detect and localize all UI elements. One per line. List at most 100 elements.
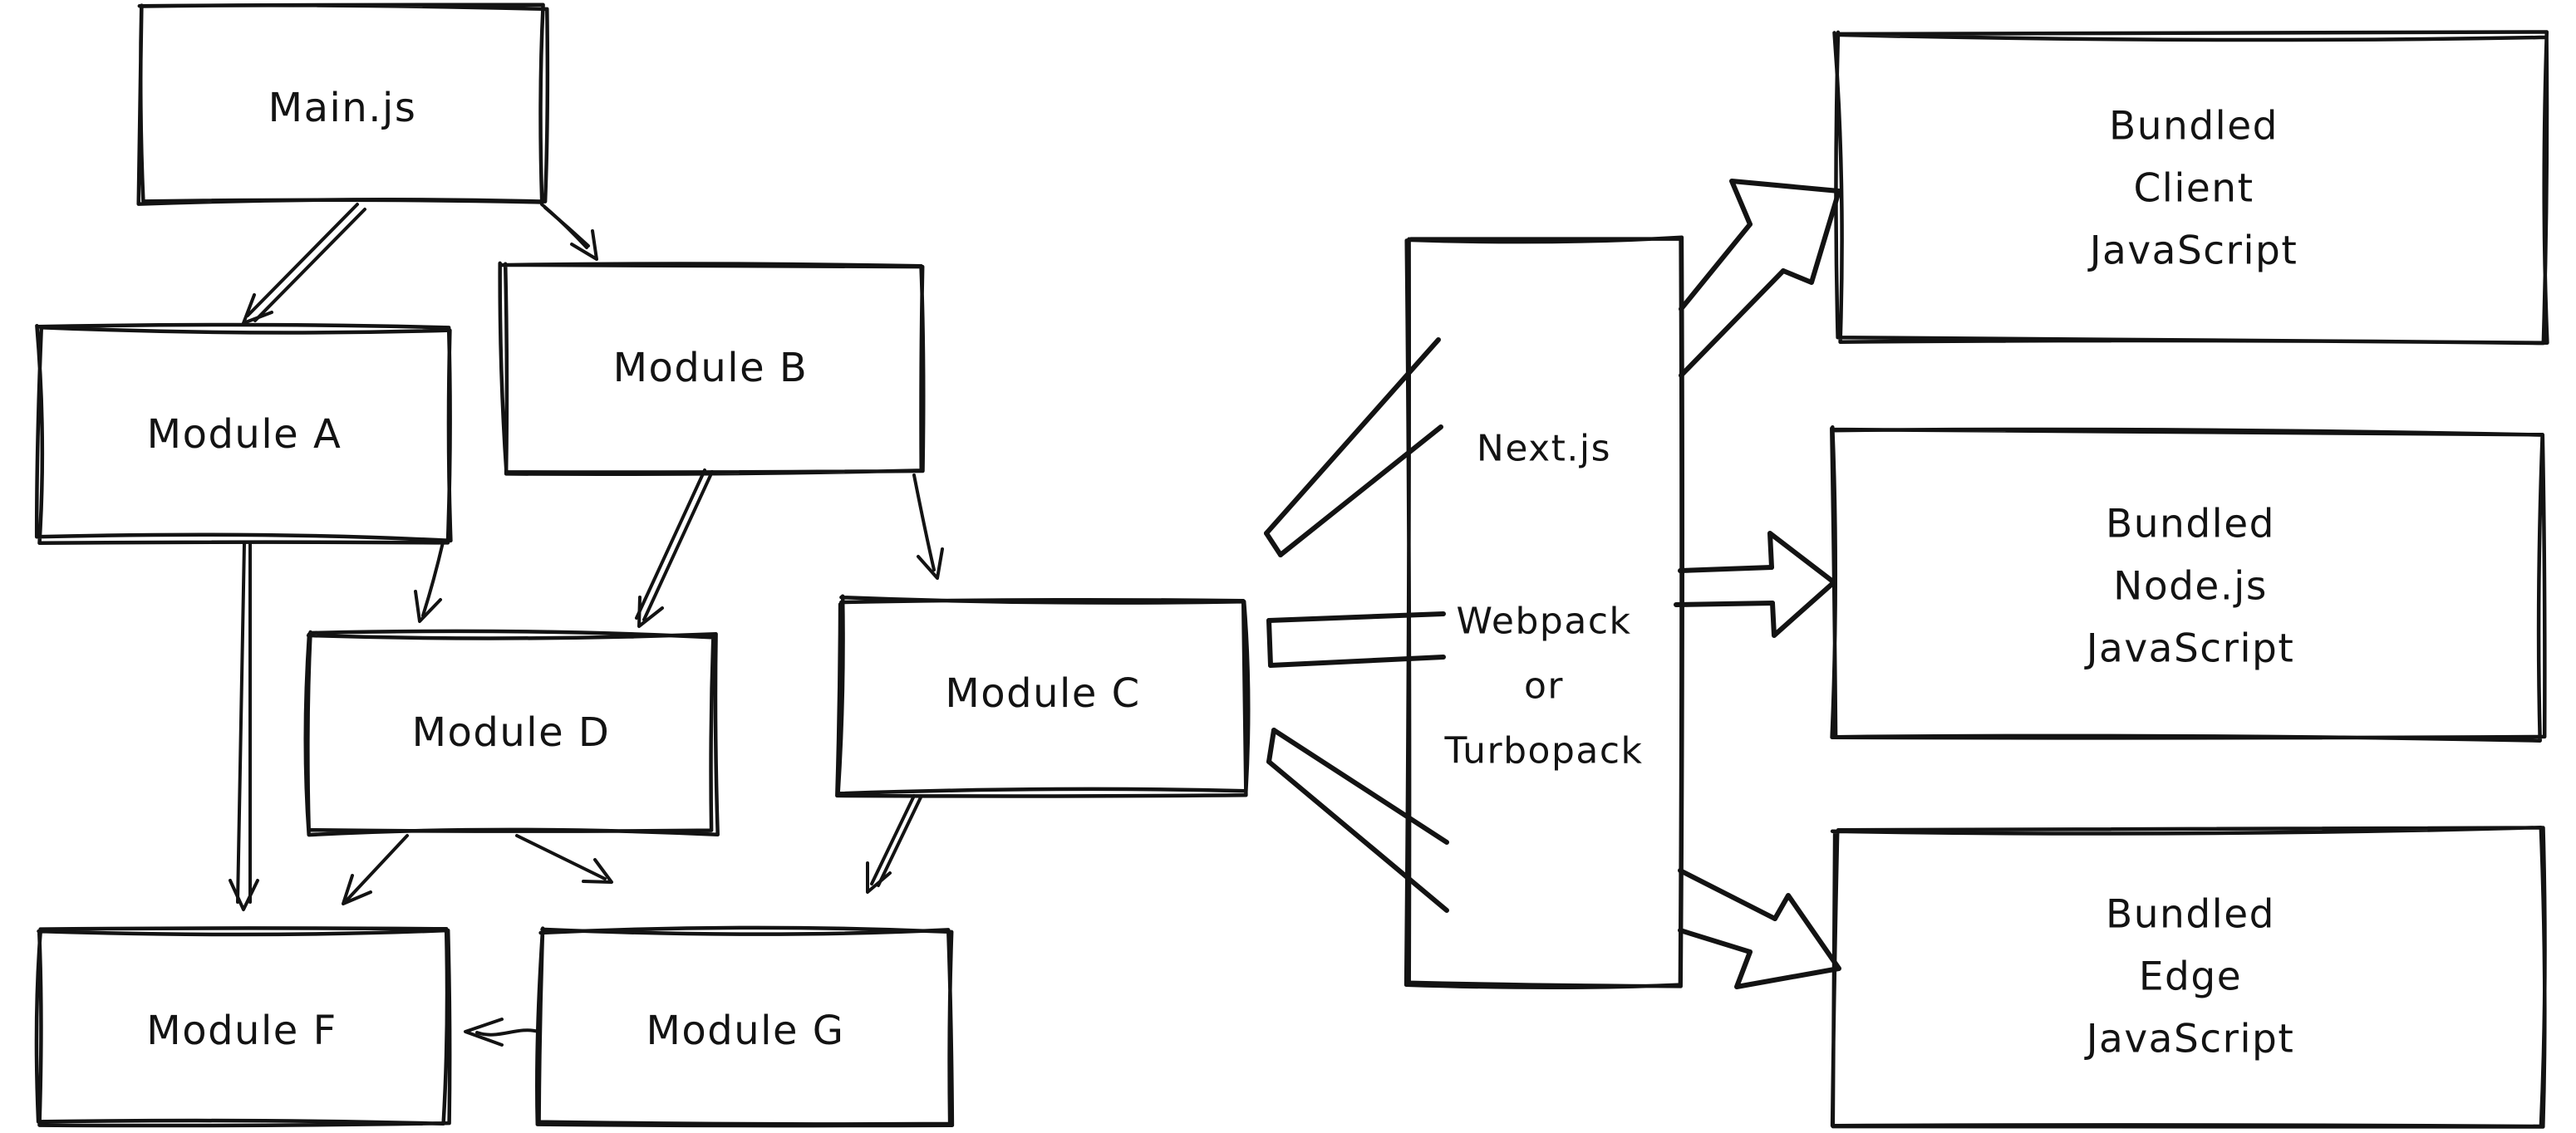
arrow-main-to-module-a [242,203,366,325]
node-bundled-node-js: Bundled Node.js JavaScript [1830,424,2547,743]
arrow-shaft [346,834,409,901]
arrow-module-a-to-module-f [229,542,259,911]
arrow-shaft [877,796,922,887]
bundled-edge-line-3: JavaScript [2084,1017,2295,1062]
arrow-shaft [421,541,445,617]
bundled-edge-line-1: Bundled [2106,892,2275,938]
bundler-line-2: Webpack [1457,601,1632,643]
thick-shaft [1271,728,1449,845]
arrow-head [917,547,944,580]
module-f-box [34,926,452,1128]
node-bundler: Next.js Webpack or Turbopack [1404,235,1685,990]
module-g-box [535,925,955,1128]
arrow-head [866,861,892,894]
arrow-module-a-to-module-d [414,541,445,623]
module-c-label: Module C [945,670,1140,717]
arrow-shaft [642,470,714,621]
module-b-box [498,261,926,477]
thick-shaft [1678,928,1753,954]
thick-cap [1266,728,1276,764]
module-g-label: Module G [646,1008,845,1054]
arrow-head [229,879,259,911]
arrow-shaft [515,834,607,880]
arrow-head [637,596,664,628]
arrow-shaft [236,542,246,904]
thick-shaft [1678,868,1777,921]
node-bundled-client-js: Bundled Client JavaScript [1832,30,2549,346]
module-d-box [303,629,720,837]
node-bundled-edge-js: Bundled Edge JavaScript [1830,825,2547,1129]
thick-shaft [1266,759,1449,913]
bundled-client-line-1: Bundled [2109,104,2279,150]
arrow-head [242,293,273,325]
node-module-b: Module B [498,261,926,477]
arrow-module-d-to-module-g [515,834,613,884]
thick-arrow-head [1734,893,1841,989]
thick-cap [1266,618,1273,668]
bundled-node-line-3: JavaScript [2084,626,2295,672]
thick-arrow-head [1729,179,1841,285]
node-main-js: Main.js [136,2,550,206]
thick-shaft [1268,655,1446,668]
thick-shaft [1679,222,1753,311]
output-arrow-client [1679,179,1841,378]
arrow-shaft [475,1028,540,1037]
bundler-input-arrow-top [1264,337,1443,557]
module-a-label: Module A [147,411,342,458]
thick-shaft [1678,565,1774,573]
arrow-shaft [253,208,366,322]
bundled-client-box [1832,30,2549,346]
arrow-head [464,1018,504,1047]
bundler-input-arrow-middle [1266,611,1446,668]
bundled-node-line-1: Bundled [2106,502,2275,547]
bundled-edge-box [1830,825,2547,1129]
arrow-head [414,590,442,623]
thick-cap [1264,531,1283,557]
module-a-box [34,322,453,546]
module-d-label: Module D [412,709,611,756]
bundled-node-line-2: Node.js [2113,564,2268,610]
output-arrow-node [1674,531,1836,638]
bundler-input-arrow-bottom [1266,728,1449,913]
thick-shaft [1679,268,1786,378]
bundled-client-line-2: Client [2133,166,2254,212]
arrow-shaft [543,206,590,248]
arrow-shaft [246,203,359,317]
bundler-box [1404,235,1685,990]
node-module-d: Module D [303,629,720,837]
bundler-line-4: Turbopack [1443,730,1643,772]
node-module-g: Module G [535,925,955,1128]
thick-shaft [1264,337,1441,536]
arrow-shaft [635,468,706,620]
thick-arrow-head [1767,531,1836,638]
arrow-head [582,858,613,884]
arrow-module-c-to-module-g [866,794,922,894]
arrow-shaft [870,794,916,885]
module-c-box [835,594,1251,798]
node-module-a: Module A [34,322,453,546]
bundler-line-1: Next.js [1477,428,1611,470]
bundled-edge-line-2: Edge [2139,954,2242,1000]
thick-shaft [1674,601,1775,607]
thick-shaft [1266,611,1446,623]
module-f-label: Module F [146,1008,337,1054]
arrow-module-g-to-module-f [464,1018,540,1047]
output-arrow-edge [1678,868,1841,989]
arrow-main-to-module-b [540,203,598,261]
module-b-label: Module B [613,345,809,391]
arrow-head [570,229,598,261]
node-module-c: Module C [835,594,1251,798]
main-js-box [136,2,550,206]
bundler-line-3: or [1524,665,1564,708]
main-js-label: Main.js [268,85,417,131]
bundled-node-box [1830,424,2547,743]
arrow-module-d-to-module-f [342,834,409,905]
arrow-head [342,874,372,905]
arrow-module-b-to-module-d [635,468,714,628]
thick-shaft [1278,424,1443,557]
node-module-f: Module F [34,926,452,1128]
arrow-module-b-to-module-c [912,473,944,580]
arrow-shaft [912,473,936,571]
